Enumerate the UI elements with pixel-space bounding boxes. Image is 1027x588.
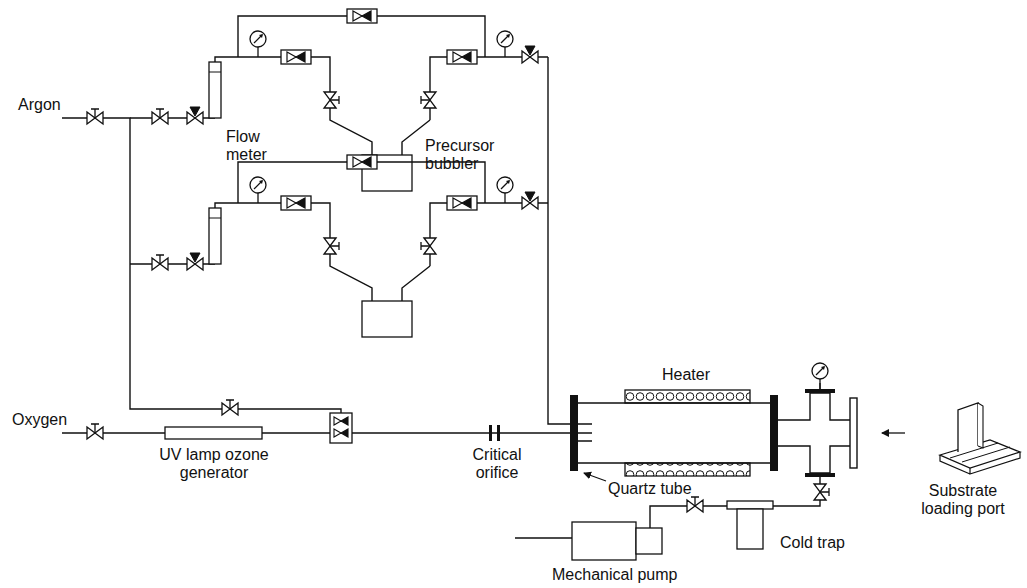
drawing-rect: [330, 413, 352, 443]
drawing-path: [515, 477, 820, 538]
drawing-use: [687, 497, 703, 512]
drawing-use: [812, 363, 828, 389]
drawing-rect: [497, 425, 500, 441]
drawing-use: [87, 109, 103, 124]
part-label: Substrate loading port: [905, 482, 1021, 518]
drawing-path: [584, 473, 606, 481]
drawing-path: [958, 403, 978, 452]
furnace: [570, 363, 857, 481]
drawing-path: [62, 432, 570, 433]
drawing-path: [334, 417, 348, 437]
substrate-holder: [882, 403, 1020, 474]
drawing-rect: [770, 395, 778, 471]
drawing-path: [978, 403, 983, 448]
part-label: Precursor bubbler: [425, 137, 509, 173]
drawing-path: [940, 452, 1020, 474]
drawing-rect: [572, 522, 636, 560]
drawing-rect: [850, 398, 857, 468]
drawing-use: [814, 484, 829, 500]
part-label: Critical orifice: [460, 446, 534, 482]
drawing-rect: [625, 390, 750, 403]
drawing-use: [222, 400, 238, 415]
drawing-path: [548, 57, 570, 424]
drawing-path: [882, 432, 905, 433]
drawing-rect: [805, 389, 835, 393]
ozone-parts: [165, 413, 500, 443]
bubbler-line: [130, 155, 548, 337]
drawing-path: [341, 417, 348, 437]
gas-lines: [62, 57, 570, 439]
drawing-rect: [489, 425, 492, 441]
drawing-rect: [727, 501, 773, 509]
part-label: Flow meter: [226, 128, 276, 164]
drawing-path: [578, 424, 592, 441]
drawing-rect: [805, 473, 835, 477]
drawing-use: [87, 424, 103, 439]
part-label: Cold trap: [780, 534, 845, 552]
drawing-rect: [570, 395, 578, 471]
gas-label: Argon: [18, 96, 61, 114]
drawing-rect: [165, 427, 262, 439]
drawing-path: [578, 403, 770, 463]
drawing-path: [778, 393, 850, 473]
part-label: UV lamp ozone generator: [150, 446, 278, 482]
drawing-rect: [737, 509, 763, 549]
drawing-rect: [625, 463, 750, 476]
part-label: Quartz tube: [608, 480, 692, 498]
part-label: Heater: [662, 366, 710, 384]
drawing-rect: [636, 528, 662, 554]
gas-label: Oxygen: [12, 411, 67, 429]
part-label: Mechanical pump: [552, 566, 677, 584]
